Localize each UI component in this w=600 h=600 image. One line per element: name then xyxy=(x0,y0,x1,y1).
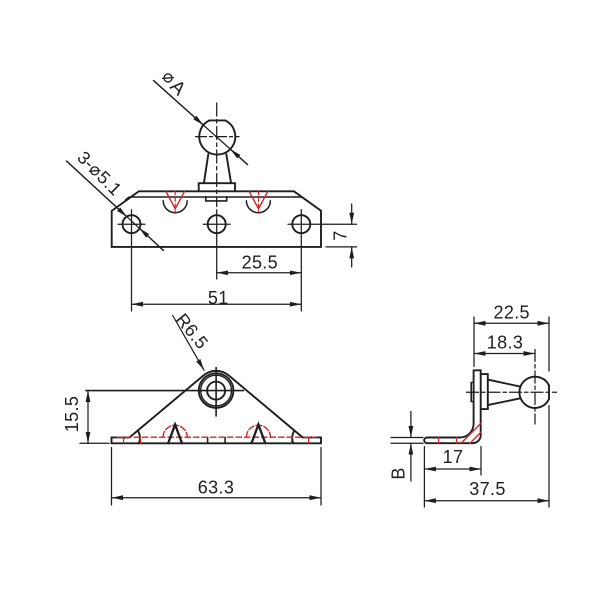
svg-text:25.5: 25.5 xyxy=(242,253,278,273)
svg-text:17: 17 xyxy=(443,447,464,467)
svg-text:15.5: 15.5 xyxy=(62,396,82,432)
svg-text:37.5: 37.5 xyxy=(469,479,505,499)
svg-text:22.5: 22.5 xyxy=(493,303,529,323)
svg-text:63.3: 63.3 xyxy=(198,478,234,498)
svg-text:18.3: 18.3 xyxy=(487,333,523,353)
svg-text:51: 51 xyxy=(208,288,229,308)
svg-text:B: B xyxy=(389,467,409,479)
svg-text:7: 7 xyxy=(331,230,351,240)
